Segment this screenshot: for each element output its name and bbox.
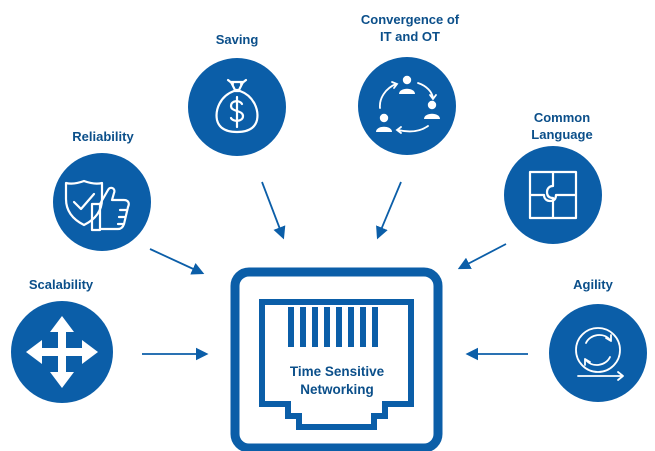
arrows — [142, 181, 528, 361]
reliability-node — [53, 153, 151, 251]
common-language-node — [504, 146, 602, 244]
common-language-label-line1: Common — [533, 110, 591, 125]
scalability-label: Scalability — [28, 277, 94, 292]
agility-label: Agility — [573, 277, 613, 292]
convergence-node — [358, 57, 456, 155]
port-inner-outline — [259, 299, 414, 430]
common-language-circle — [504, 146, 602, 244]
convergence-label-line2: IT and OT — [380, 29, 440, 44]
arrow-common-language — [457, 243, 507, 270]
money-bag-dollar-icon — [215, 78, 259, 134]
shield-thumbs-up-icon — [64, 179, 130, 232]
convergence-circle — [358, 57, 456, 155]
arrow-convergence — [376, 181, 402, 240]
convergence-label-line1: Convergence of — [360, 12, 460, 27]
scalability-node — [11, 301, 113, 403]
people-cycle-icon — [376, 75, 440, 132]
common-language-label: Common Language — [507, 109, 617, 143]
center-title-line2: Networking — [300, 382, 374, 397]
rotate-arrows-icon — [575, 327, 624, 381]
cycle-arrows — [379, 81, 437, 134]
arrow-reliability — [149, 248, 205, 275]
ethernet-port-icon: Time Sensitive Networking — [230, 267, 443, 451]
port-pins — [288, 307, 378, 347]
agility-circle — [549, 304, 647, 402]
convergence-label: Convergence of IT and OT — [345, 11, 475, 45]
saving-label: Saving — [215, 32, 259, 47]
agility-node — [549, 304, 647, 402]
common-language-label-line2: Language — [531, 127, 593, 142]
saving-node — [188, 58, 286, 156]
puzzle-icon — [528, 170, 578, 220]
four-way-arrows-icon — [26, 316, 98, 388]
port-outer-frame — [230, 267, 443, 451]
arrow-saving — [261, 181, 286, 240]
reliability-label: Reliability — [72, 129, 134, 144]
center-title-line1: Time Sensitive — [290, 364, 385, 379]
